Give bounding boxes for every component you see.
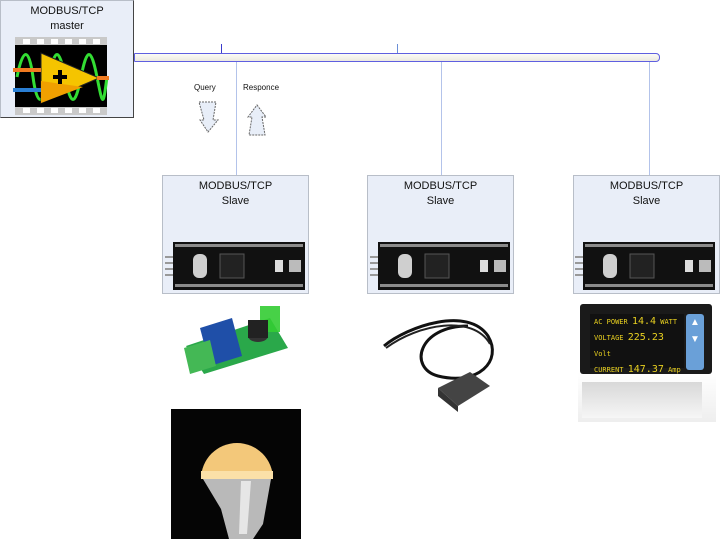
meter-unit: Volt (594, 350, 611, 358)
microcontroller-board-icon (575, 242, 715, 290)
microcontroller-board-icon (370, 242, 510, 290)
master-title: MODBUS/TCP (30, 5, 104, 17)
slave-subtitle: Slave (426, 195, 455, 207)
meter-unit: WATT (660, 318, 678, 326)
slave-subtitle: Slave (632, 195, 661, 207)
slave-title: MODBUS/TCP (609, 180, 684, 192)
ethernet-bus (134, 53, 660, 62)
arrow-down-icon (198, 101, 219, 133)
bus-tick (397, 44, 398, 53)
down-arrow-icon: ▼ (690, 334, 700, 345)
relay-module-icon (184, 306, 288, 374)
meter-label: CURRENT (594, 366, 624, 374)
meter-reflection (582, 382, 702, 418)
slave-title: MODBUS/TCP (198, 180, 273, 192)
connector-slave-2 (441, 62, 442, 176)
meter-label: AC POWER (594, 318, 628, 326)
microcontroller-board-icon (165, 242, 305, 290)
arrow-up-icon (247, 104, 267, 136)
query-label: Query (194, 83, 216, 92)
bus-tick (221, 44, 222, 53)
humidity-sensor-icon (383, 319, 494, 412)
up-arrow-icon: ▲ (690, 317, 700, 328)
master-node: MODBUS/TCP master (0, 0, 134, 118)
connector-slave-1 (236, 62, 237, 176)
labview-add-vi-icon (13, 37, 109, 115)
meter-label: VOLTAGE (594, 334, 624, 342)
response-label: Responce (243, 83, 280, 92)
meter-unit: Amp (668, 366, 681, 374)
slave-subtitle: Slave (221, 195, 250, 207)
meter-value: 225.23 (627, 332, 664, 343)
connector-slave-3 (649, 62, 650, 176)
meter-value: 147.37 (627, 364, 664, 375)
meter-value: 14.4 (631, 316, 657, 327)
master-subtitle: master (50, 20, 84, 32)
slave-title: MODBUS/TCP (403, 180, 478, 192)
light-bulb-icon (171, 409, 301, 539)
meter-buttons: ▲ ▼ (686, 314, 704, 370)
meter-screen: AC POWER 14.4 WATT VOLTAGE 225.23 Volt C… (590, 314, 684, 375)
power-meter: AC POWER 14.4 WATT VOLTAGE 225.23 Volt C… (578, 298, 716, 422)
